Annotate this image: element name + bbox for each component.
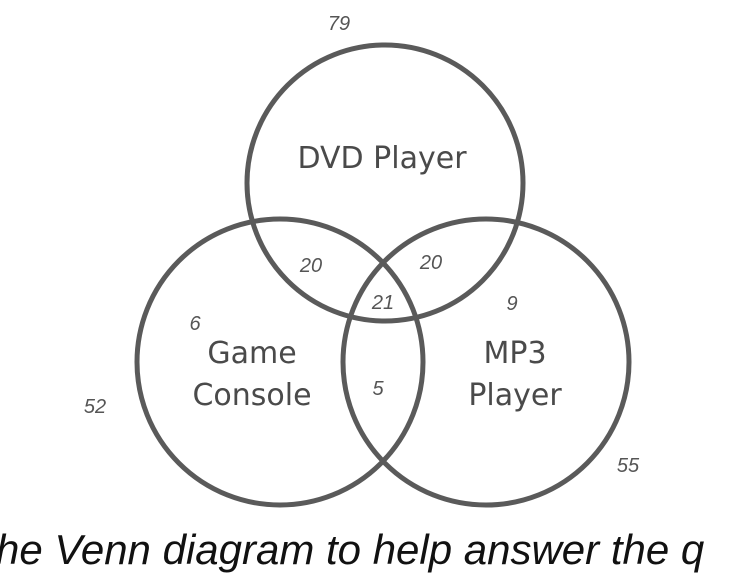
count-game-outside: 52 [84,396,106,418]
count-game-mp3: 5 [372,378,384,400]
mp3-player-circle [340,216,632,508]
game-console-label-line1: Game [207,336,296,371]
dvd-player-label: DVD Player [297,141,467,176]
count-dvd-mp3: 20 [419,252,442,274]
dvd-player-circle [244,42,526,324]
game-console-label-line2: Console [192,378,311,413]
caption-text: he Venn diagram to help answer the q [0,526,705,573]
count-dvd-game: 20 [299,255,322,277]
mp3-player-label-line1: MP3 [483,336,546,371]
count-mp3-only: 9 [506,293,517,315]
count-dvd-outside: 79 [328,13,350,35]
count-all-three: 21 [371,292,394,314]
game-console-circle [134,216,426,508]
mp3-player-label-line2: Player [468,378,562,413]
count-game-only: 6 [189,313,201,335]
count-mp3-outside: 55 [617,455,640,477]
